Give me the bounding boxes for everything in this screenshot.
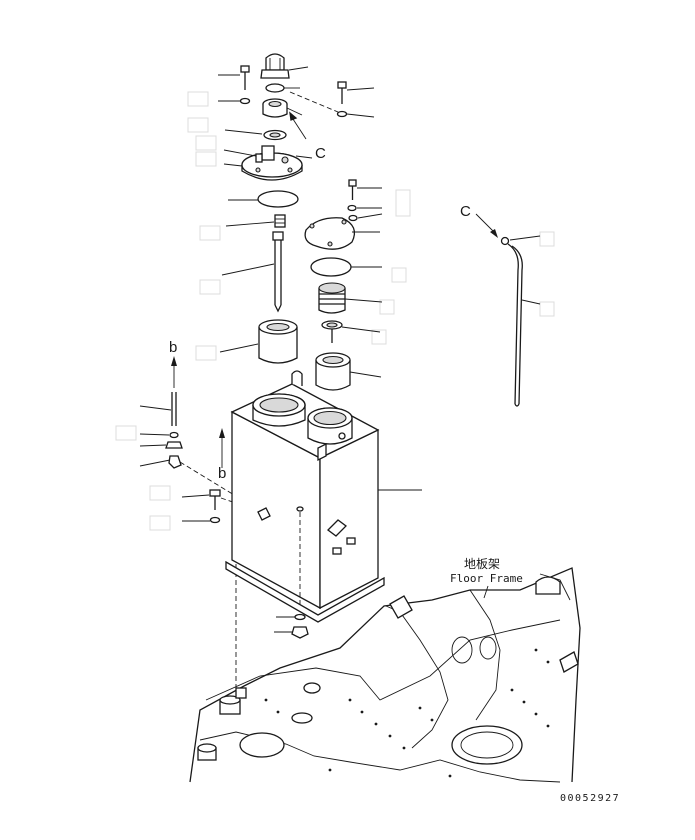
cap-flange-plate	[223, 145, 313, 181]
return-filter-element	[315, 352, 382, 391]
breather-cap	[260, 53, 309, 79]
floor-frame-label-en: Floor Frame	[450, 572, 523, 585]
floor-frame-label: 地板架 Floor Frame	[450, 557, 523, 599]
strainer-element	[219, 319, 298, 364]
floor-frame-label-cn: 地板架	[464, 557, 500, 571]
hydraulic-tank	[225, 370, 422, 623]
level-gauge-rod	[500, 235, 541, 407]
strainer-rod	[221, 231, 284, 313]
faded-label-boxes	[115, 91, 555, 531]
drawing-number: 00052927	[560, 793, 620, 804]
breather-gasket	[265, 83, 300, 93]
callout-c-label-right: C	[460, 203, 471, 220]
callout-b-tank: b	[218, 428, 226, 482]
callout-b-label-tank: b	[218, 465, 226, 482]
filter-gasket	[310, 257, 382, 277]
floor-frame	[189, 567, 581, 783]
cover-bolt	[347, 179, 383, 222]
top-bolt-left	[218, 65, 251, 105]
callout-c-top: C	[289, 111, 326, 162]
filter-cover	[304, 217, 380, 250]
callout-b-left: b	[169, 339, 177, 388]
callout-b-label-left: b	[169, 339, 177, 356]
breather-adapter	[262, 98, 303, 118]
sight-rod	[139, 392, 177, 426]
strainer-spring	[225, 214, 286, 228]
cap-oring	[228, 190, 299, 208]
callout-c-right: C	[460, 203, 498, 238]
plug-set	[139, 431, 263, 513]
callout-c-label-top: C	[315, 145, 326, 162]
filter-valve	[321, 320, 381, 343]
tank-bottom-nut	[274, 613, 309, 639]
top-bolt-right	[289, 81, 375, 118]
filter-spring	[318, 282, 383, 314]
cap-collar	[224, 129, 287, 141]
